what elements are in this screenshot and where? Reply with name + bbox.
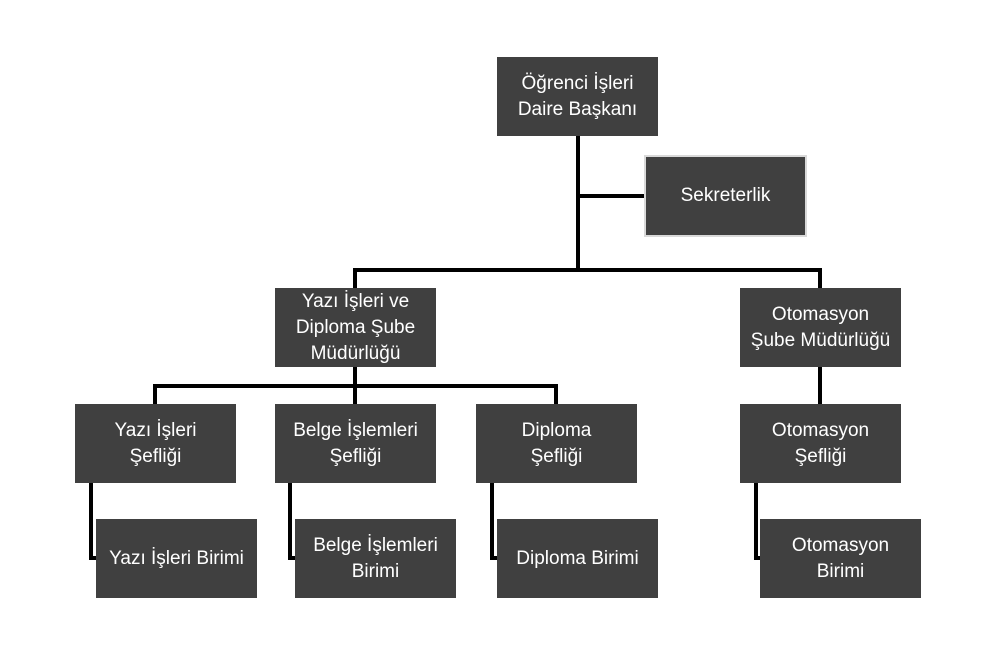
node-unit-1: Yazı İşleri Birimi: [96, 519, 257, 598]
node-branch-2: Otomasyon Şube Müdürlüğü: [740, 288, 901, 367]
node-branch-1-label: Yazı İşleri ve Diploma Şube Müdürlüğü: [295, 290, 416, 364]
node-unit-4-label: Otomasyon Birimi: [791, 534, 890, 582]
connector-unit-4: [754, 483, 760, 560]
node-branch-2-label: Otomasyon Şube Müdürlüğü: [750, 303, 891, 351]
node-unit-2-label: Belge İşlemleri Birimi: [313, 534, 438, 582]
node-head: Öğrenci İşleri Daire Başkanı: [497, 57, 658, 136]
node-unit-4: Otomasyon Birimi: [760, 519, 921, 598]
node-chief-4: Otomasyon Şefliği: [740, 404, 901, 483]
node-chief-1-label: Yazı İşleri Şefliği: [114, 419, 197, 467]
connector-unit-1: [89, 483, 96, 560]
node-chief-3-label: Diploma Şefliği: [521, 419, 592, 467]
node-unit-3-label: Diploma Birimi: [516, 547, 639, 569]
node-chief-1: Yazı İşleri Şefliği: [75, 404, 236, 483]
node-chief-3: Diploma Şefliği: [476, 404, 637, 483]
node-unit-3: Diploma Birimi: [497, 519, 658, 598]
node-assistant: Sekreterlik: [644, 155, 807, 237]
node-chief-4-label: Otomasyon Şefliği: [771, 419, 870, 467]
node-chief-2: Belge İşlemleri Şefliği: [275, 404, 436, 483]
node-chief-2-label: Belge İşlemleri Şefliği: [293, 419, 418, 467]
node-assistant-label: Sekreterlik: [680, 185, 771, 206]
node-branch-1: Yazı İşleri ve Diploma Şube Müdürlüğü: [275, 288, 436, 367]
connector-unit-2: [288, 483, 295, 560]
node-unit-1-label: Yazı İşleri Birimi: [109, 547, 244, 569]
node-unit-2: Belge İşlemleri Birimi: [295, 519, 456, 598]
node-head-label: Öğrenci İşleri Daire Başkanı: [517, 72, 638, 120]
connector-unit-3: [490, 483, 497, 560]
